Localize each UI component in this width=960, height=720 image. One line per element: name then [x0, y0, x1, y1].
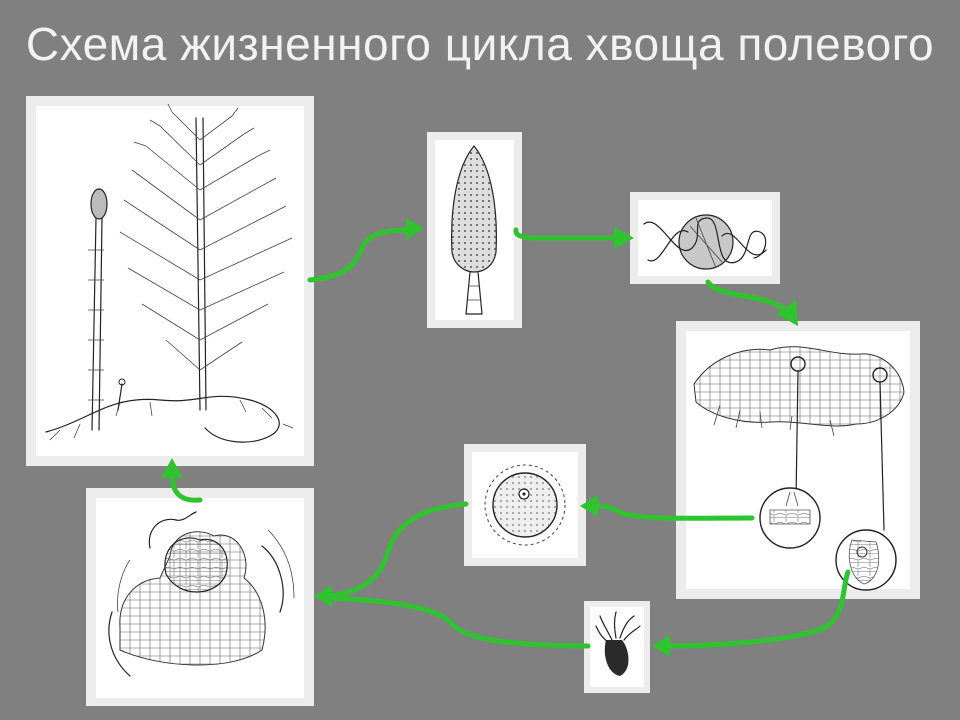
arrowhead-gametophyte-to-egg	[580, 495, 598, 517]
prothallus-icon	[693, 346, 905, 591]
egg-icon	[484, 464, 566, 546]
horsetail-plant-icon	[45, 103, 294, 443]
arrowhead-embryo-to-plant	[161, 458, 183, 478]
arrowhead-plant-to-cone	[406, 218, 424, 240]
arrow-spore-to-gametophyte	[705, 279, 789, 313]
arrow-gametophyte-to-sperm	[665, 569, 851, 649]
arrowhead-spore-to-gametophyte	[776, 300, 798, 326]
arrowhead-gametophyte-to-sperm	[652, 635, 670, 657]
arrow-gametophyte-to-egg	[593, 503, 755, 521]
spore-elaters-icon	[643, 214, 767, 270]
sporophyte-plant-panel	[26, 96, 314, 466]
young-sporophyte-panel	[86, 488, 314, 706]
spore-cone-icon	[451, 145, 497, 315]
arrow-sperm-to-embryo	[327, 595, 591, 649]
arrowhead-egg-to-embryo	[314, 585, 332, 607]
egg-panel	[464, 444, 586, 566]
arrow-plant-to-cone	[307, 227, 413, 283]
cycle-arrows	[161, 218, 851, 657]
embryo-icon	[108, 511, 295, 677]
spore-panel	[630, 192, 780, 284]
gametophyte-panel	[676, 321, 920, 599]
arrow-egg-to-embryo	[327, 501, 469, 599]
strobilus-panel	[427, 132, 522, 328]
spermatozoid-icon	[595, 611, 641, 676]
arrowhead-cone-to-spore	[614, 227, 634, 249]
arrow-cone-to-spore	[513, 227, 621, 241]
sperm-panel	[584, 601, 650, 693]
diagram-title: Схема жизненного цикла хвоща полевого	[25, 18, 935, 70]
